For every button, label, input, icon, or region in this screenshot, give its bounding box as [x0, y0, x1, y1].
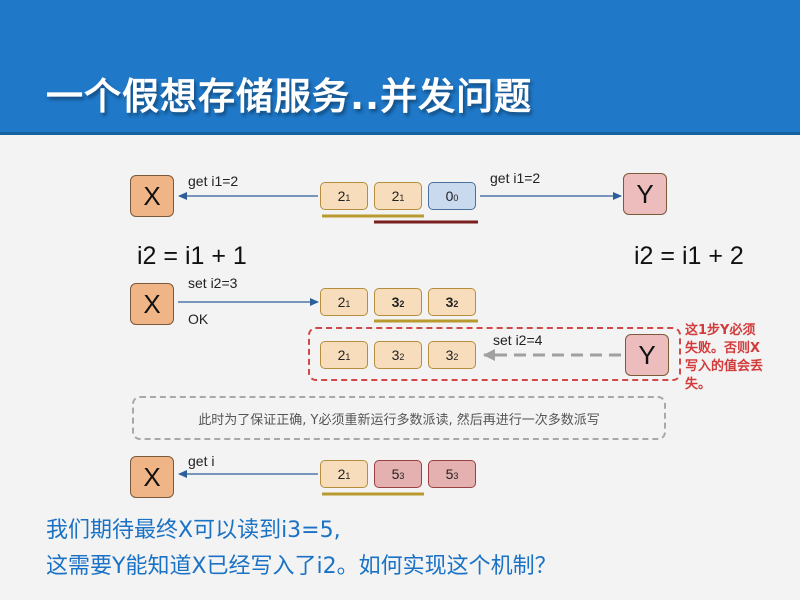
row3-cell-2-value: 3 [391, 347, 400, 363]
row3-cell-3-sub: 2 [453, 352, 459, 362]
node-y-row1: Y [623, 173, 667, 215]
row4-cell-3-value: 5 [445, 466, 454, 482]
row3-cell-3-value: 3 [445, 347, 454, 363]
bottom-text-line-2: 这需要Y能知道X已经写入了i2。如何实现这个机制？ [46, 554, 557, 579]
row2-cell-2-sub: 2 [399, 299, 405, 309]
row1-cell-1-sub: 1 [345, 193, 351, 203]
row2-cell-2-value: 3 [391, 294, 400, 310]
header-bar [0, 0, 800, 135]
header-divider [0, 132, 800, 135]
node-x-row1: X [130, 175, 174, 217]
formula-y: i2 = i1 + 2 [634, 242, 744, 270]
row1-cell-3-sub: 0 [453, 193, 459, 203]
slide-title: 一个假想存储服务..并发问题 [46, 75, 533, 118]
row2-cell-1-sub: 1 [345, 299, 351, 309]
row4-cell-1-value: 2 [337, 466, 346, 482]
retry-notice: 此时为了保证正确, Y必须重新运行多数派读, 然后再进行一次多数派写 [132, 396, 666, 440]
row3-set-label: set i2=4 [493, 332, 543, 348]
row4-cell-2-value: 5 [391, 466, 400, 482]
node-x-row4: X [130, 456, 174, 498]
row2-cell-3-value: 3 [445, 294, 454, 310]
row4-get-label: get i [188, 453, 215, 469]
node-x-row2: X [130, 283, 174, 325]
row4-cell-2-sub: 3 [399, 471, 405, 481]
bottom-text-line-1: 我们期待最终X可以读到i3=5, [46, 518, 341, 543]
formula-x: i2 = i1 + 1 [137, 242, 247, 270]
row1-cell-1-value: 2 [337, 188, 346, 204]
row3-cell-2-sub: 2 [399, 352, 405, 362]
row3-failed-write-box [308, 327, 681, 381]
node-y-row3: Y [625, 334, 669, 376]
row1-cell-3-value: 0 [445, 188, 454, 204]
row1-y-label: get i1=2 [490, 170, 541, 186]
row3-cell-1-sub: 1 [345, 352, 351, 362]
row1-cell-2-value: 2 [391, 188, 400, 204]
row3-failure-note: 这1步Y必须失败。否则X写入的值会丢失。 [685, 323, 764, 392]
row1-cell-2-sub: 1 [399, 193, 405, 203]
row4-cell-3-sub: 3 [453, 471, 459, 481]
row4-cell-1-sub: 1 [345, 471, 351, 481]
row2-set-label: set i2=3 [188, 275, 238, 291]
row2-cell-1-value: 2 [337, 294, 346, 310]
row2-ok-label: OK [188, 311, 209, 327]
row1-x-label: get i1=2 [188, 173, 239, 189]
row3-cell-1-value: 2 [337, 347, 346, 363]
row2-cell-3-sub: 2 [453, 299, 459, 309]
